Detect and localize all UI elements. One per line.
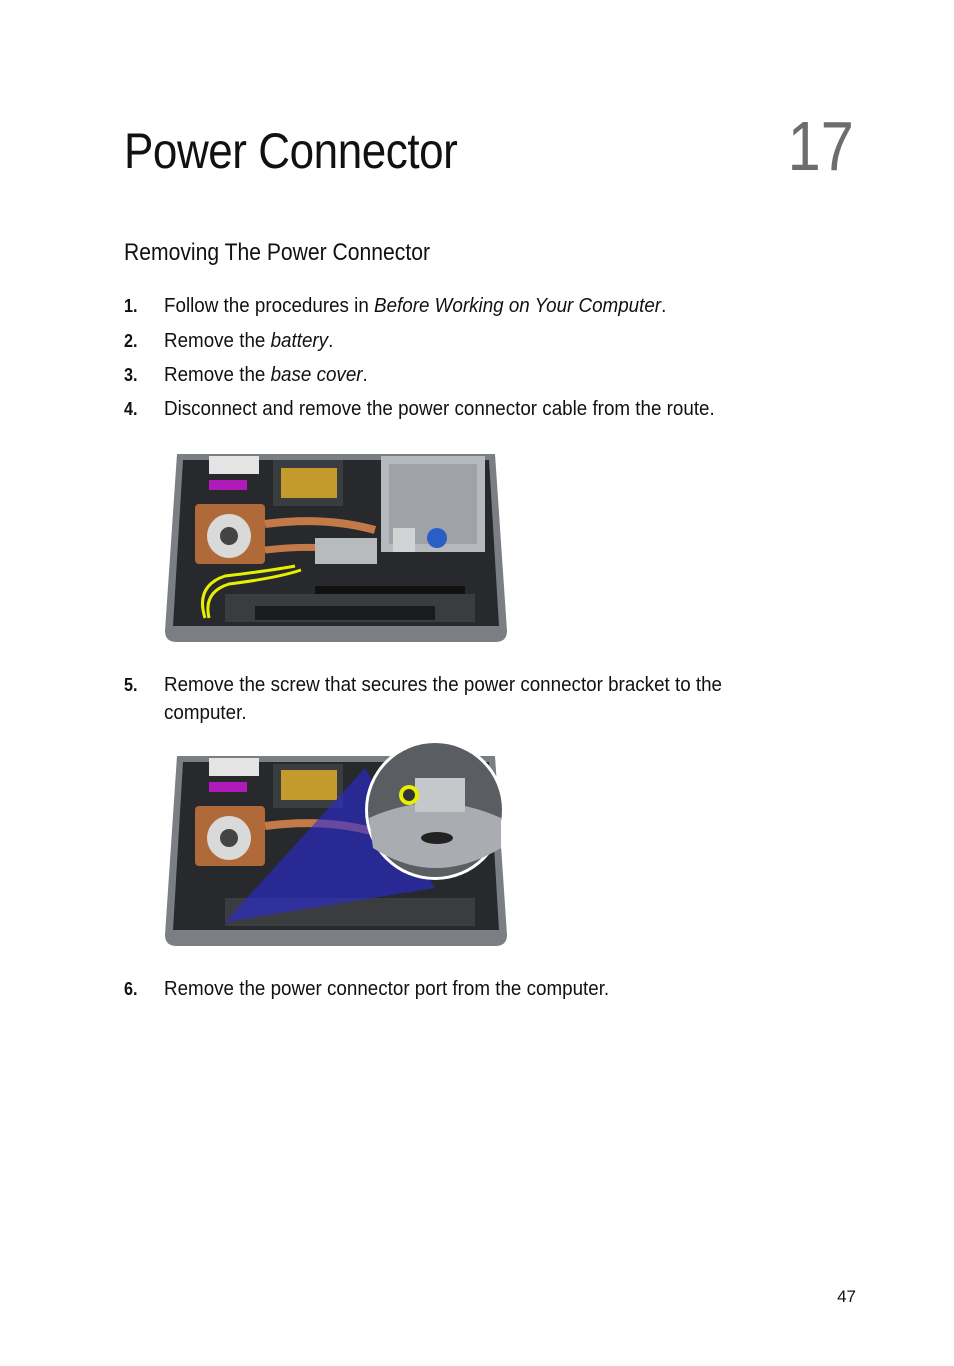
- step-4: 4. Disconnect and remove the power conne…: [124, 395, 824, 423]
- step-number: 3.: [124, 365, 138, 385]
- step-2: 2. Remove the battery.: [124, 327, 824, 355]
- step-number: 2.: [124, 331, 138, 351]
- step-number: 4.: [124, 399, 138, 419]
- step-1: 1. Follow the procedures in Before Worki…: [124, 292, 824, 320]
- link-base-cover[interactable]: base cover: [270, 364, 363, 386]
- step-6: 6. Remove the power connector port from …: [124, 975, 824, 1003]
- step-text: Follow the procedures in Before Working …: [164, 295, 667, 317]
- step-3: 3. Remove the base cover.: [124, 361, 824, 389]
- step-text: Remove the base cover.: [164, 364, 368, 386]
- step-text: Remove the screw that secures the power …: [164, 674, 723, 724]
- step-text: Disconnect and remove the power connecto…: [164, 398, 715, 420]
- section-title: Removing The Power Connector: [124, 239, 431, 266]
- step-text: Remove the power connector port from the…: [164, 978, 610, 1000]
- chapter-number: 17: [787, 107, 854, 185]
- step-number: 5.: [124, 675, 138, 695]
- link-before-working[interactable]: Before Working on Your Computer: [374, 295, 662, 317]
- page-number: 47: [837, 1287, 856, 1306]
- chapter-title: Power Connector: [124, 123, 458, 179]
- step-text: Remove the battery.: [164, 330, 334, 352]
- power-connector-cable-route-photo: [165, 454, 507, 642]
- step-number: 1.: [124, 296, 138, 316]
- step-5: 5. Remove the screw that secures the pow…: [124, 671, 824, 727]
- power-connector-bracket-screw-photo: [165, 740, 507, 946]
- link-battery[interactable]: battery: [270, 330, 329, 352]
- step-number: 6.: [124, 979, 138, 999]
